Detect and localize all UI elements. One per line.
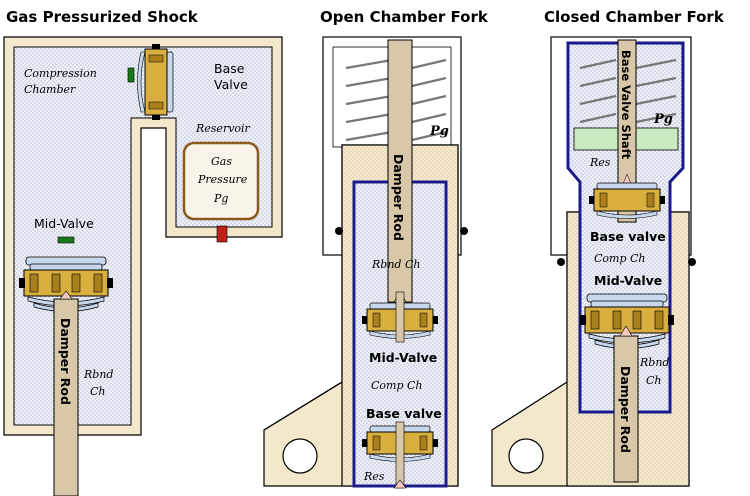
closed-fork-shaft-label: Base Valve Shaft [619,50,633,160]
open-fork-res: Res [363,470,385,483]
closed-fork-damper-rod [613,335,639,483]
closed-fork-panel: Closed Chamber Fork Pg Base Valve Shaft … [491,8,725,487]
closed-fork-rod-label: Damper Rod [618,366,633,453]
closed-fork-rbnd-2: Ch [646,374,662,387]
open-fork-comp: Comp Ch [371,379,423,392]
gas-shock-reservoir-label: Reservoir [195,122,251,135]
closed-fork-basevalve-label: Base valve [590,229,666,244]
gas-shock-base-label-1: Base [214,61,245,76]
closed-fork-comp: Comp Ch [594,252,646,265]
gas-bladder [182,141,260,221]
closed-fork-pg: Pg [653,112,673,127]
open-fork-panel: Open Chamber Fork Pg Damper Rod Rbnd Ch … [263,8,489,489]
gas-shock-rbnd-1: Rbnd [83,368,113,381]
gas-shock-base-label-2: Valve [214,77,248,92]
gas-shock-rod-label: Damper Rod [58,318,73,405]
closed-fork-rbnd-1: Rbnd [639,356,669,369]
open-fork-rbnd: Rbnd Ch [371,258,420,271]
open-fork-spring [345,58,447,142]
closed-fork-res: Res [589,156,611,169]
gas-label-3: Pg [213,192,228,205]
open-fork-pg: Pg [429,124,449,139]
gas-shock-midvalve-label: Mid-Valve [34,216,94,231]
gas-shock-rbnd-2: Ch [90,385,106,398]
gas-valve-stem [216,225,228,243]
gas-shock-compression-1: Compression [24,67,97,80]
gas-shock-panel: Gas Pressurized Shock Base Valve Compres… [3,8,283,496]
open-fork-basevalve-label: Base valve [366,406,442,421]
gas-label-1: Gas [211,155,232,168]
closed-fork-midvalve-label: Mid-Valve [594,273,662,288]
open-fork-axle-hole [282,438,318,474]
open-fork-rod-label: Damper Rod [391,154,406,241]
gas-shock-damper-rod [53,298,79,496]
closed-fork-title: Closed Chamber Fork [544,8,725,26]
closed-fork-base-valve-shaft [617,39,637,223]
gas-label-2: Pressure [197,173,248,186]
closed-fork-spring [579,58,677,124]
closed-fork-axle-hole [508,438,544,474]
open-fork-title: Open Chamber Fork [320,8,489,26]
gas-shock-title: Gas Pressurized Shock [6,8,199,26]
gas-shock-compression-2: Chamber [24,83,76,96]
open-fork-midvalve-label: Mid-Valve [369,350,437,365]
